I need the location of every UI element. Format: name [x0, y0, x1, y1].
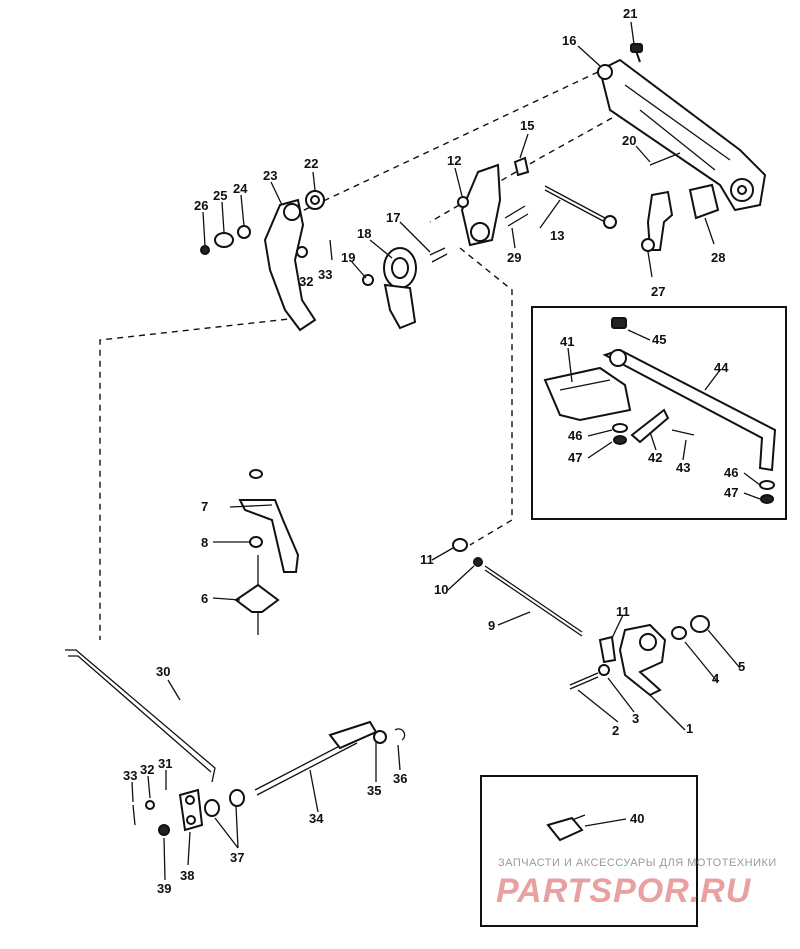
callout-5: 5 [738, 659, 745, 674]
watermark-caption: ЗАПЧАСТИ И АКСЕССУАРЫ ДЛЯ МОТОТЕХНИКИ [498, 857, 777, 869]
callout-30: 30 [156, 664, 170, 679]
callout-46-left: 46 [568, 428, 582, 443]
callout-34: 34 [309, 811, 324, 826]
callout-11-upper: 11 [420, 552, 434, 567]
callout-27: 27 [651, 284, 665, 299]
cam-linkage-assembly [362, 156, 617, 330]
callout-11-lower: 11 [616, 604, 630, 619]
callout-12: 12 [447, 153, 461, 168]
callout-21: 21 [623, 6, 637, 21]
assembly-dashed-lines [99, 71, 613, 640]
callout-47-left: 47 [568, 450, 582, 465]
callout-15: 15 [520, 118, 534, 133]
callout-13: 13 [550, 228, 564, 243]
callout-32-upper: 32 [299, 274, 313, 289]
bellcrank-assembly [200, 190, 333, 332]
inset-box-upper [531, 306, 787, 520]
callout-40: 40 [630, 811, 644, 826]
callout-41: 41 [560, 334, 574, 349]
callout-23: 23 [263, 168, 277, 183]
callout-38: 38 [180, 868, 194, 883]
callout-26: 26 [194, 198, 208, 213]
callout-25: 25 [213, 188, 227, 203]
callout-24: 24 [233, 181, 248, 196]
callout-10: 10 [434, 582, 448, 597]
callout-36: 36 [393, 771, 407, 786]
watermark: ЗАПЧАСТИ И АКСЕССУАРЫ ДЛЯ МОТОТЕХНИКИ PA… [496, 857, 777, 910]
callout-16: 16 [562, 33, 576, 48]
callout-44: 44 [714, 360, 729, 375]
callout-37: 37 [230, 850, 244, 865]
callout-19: 19 [341, 250, 355, 265]
callout-35: 35 [367, 783, 381, 798]
callout-18: 18 [357, 226, 371, 241]
callout-20: 20 [622, 133, 636, 148]
callout-4: 4 [712, 671, 720, 686]
callout-31: 31 [158, 756, 172, 771]
callout-32-lower: 32 [140, 762, 154, 777]
callout-46-right: 46 [724, 465, 738, 480]
callout-39: 39 [157, 881, 171, 896]
callout-33-upper: 33 [318, 267, 332, 282]
callout-22: 22 [304, 156, 318, 171]
callout-45: 45 [652, 332, 666, 347]
throttle-lever-assembly [597, 43, 767, 252]
callout-28: 28 [711, 250, 725, 265]
inset-box-lower [480, 775, 698, 927]
callout-29: 29 [507, 250, 521, 265]
callout-17: 17 [386, 210, 400, 225]
callout-9: 9 [488, 618, 495, 633]
callout-2: 2 [612, 723, 619, 738]
callout-6: 6 [201, 591, 208, 606]
callout-8: 8 [201, 535, 208, 550]
callout-33-lower: 33 [123, 768, 137, 783]
callout-labels: 1 2 3 4 5 6 7 8 9 10 11 11 12 13 15 16 1… [123, 6, 745, 896]
callout-43: 43 [676, 460, 690, 475]
leader-lines [131, 21, 761, 881]
watermark-brand-logo: PARTSPOR.RU [496, 872, 752, 910]
bracket-diaphragm-assembly [234, 469, 300, 635]
shift-rod-assembly [65, 649, 406, 836]
callout-47-right: 47 [724, 485, 738, 500]
callout-3: 3 [632, 711, 639, 726]
callout-1: 1 [686, 721, 693, 736]
throttle-cam-rod-assembly [452, 538, 710, 697]
callout-7: 7 [201, 499, 208, 514]
callout-42: 42 [648, 450, 662, 465]
